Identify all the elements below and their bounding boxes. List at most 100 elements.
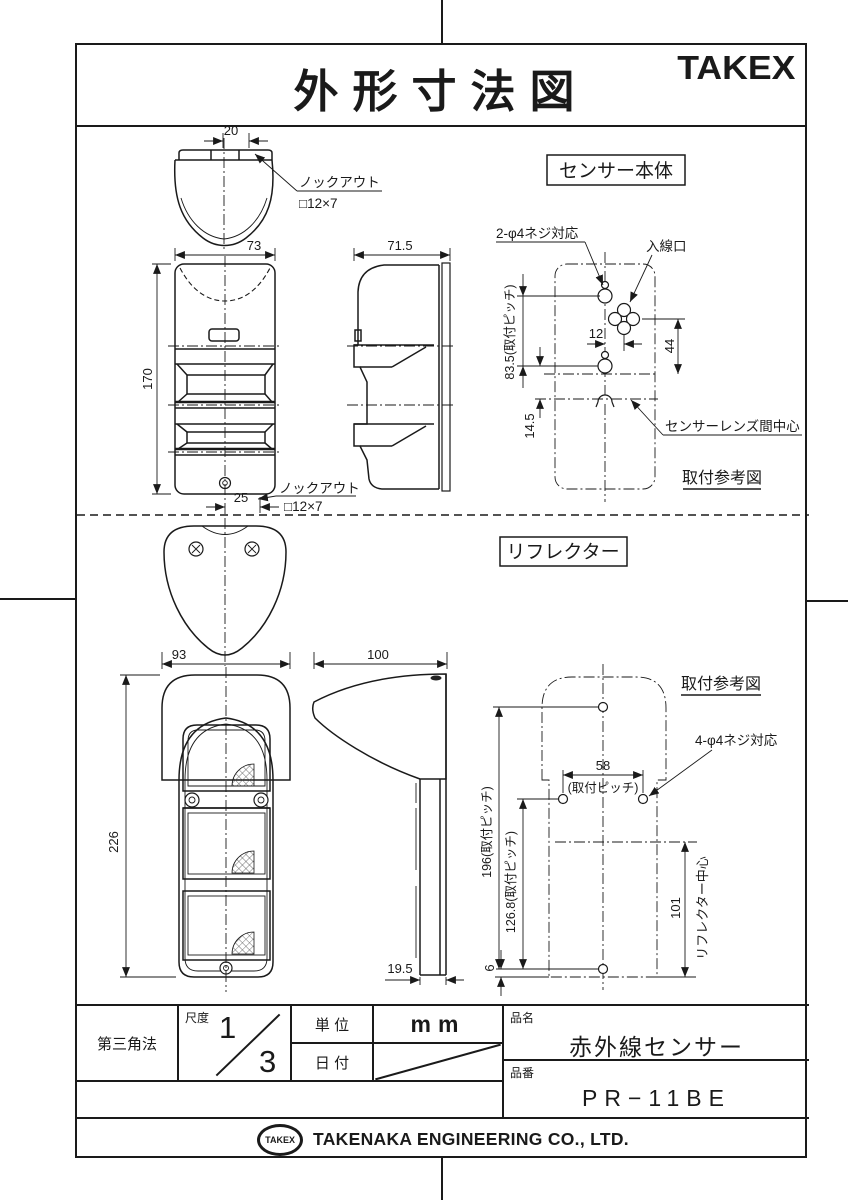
unit-label-cell: 単 位 (292, 1006, 374, 1044)
svg-text:12: 12 (589, 326, 603, 341)
svg-text:83.5(取付ピッチ): 83.5(取付ピッチ) (503, 284, 517, 379)
svg-text:(取付ピッチ): (取付ピッチ) (568, 781, 639, 795)
svg-text:リフレクター中心: リフレクター中心 (695, 856, 710, 959)
svg-text:□12×7: □12×7 (299, 196, 338, 211)
unit-label: 単 位 (314, 1016, 350, 1034)
svg-text:19.5: 19.5 (387, 961, 412, 976)
center-mark-bottom (441, 1158, 443, 1200)
sensor-dim-83-5: 83.5(取付ピッチ) (503, 274, 600, 388)
svg-text:170: 170 (140, 368, 155, 390)
title-band: 外形寸法図 TAKEX (77, 45, 805, 127)
sensor-dim-44: 44 (642, 318, 685, 374)
date-value-cell (374, 1043, 504, 1082)
takex-oval-text: TAKEX (265, 1134, 295, 1145)
svg-text:100: 100 (367, 647, 389, 662)
product-name-label: 品名 (510, 1011, 535, 1025)
sensor-lens-center-note: センサーレンズ間中心 (630, 399, 802, 436)
product-number-cell: 品番 PR−11BE (504, 1061, 809, 1119)
svg-text:25: 25 (234, 490, 248, 505)
svg-text:4-φ4ネジ対応: 4-φ4ネジ対応 (695, 733, 778, 748)
svg-text:センサーレンズ間中心: センサーレンズ間中心 (665, 419, 800, 434)
reflector-mounting-figure (541, 664, 697, 990)
product-number-label: 品番 (510, 1066, 535, 1080)
sensor-entry-note: 入線口 (629, 239, 687, 303)
reflector-dim-6: 6 (482, 950, 598, 996)
projection-label: 第三角法 (96, 1035, 157, 1053)
date-label: 日 付 (314, 1054, 350, 1072)
reflector-dim-126-8: 126.8(取付ピッチ) (504, 798, 558, 969)
svg-text:6: 6 (482, 964, 497, 971)
svg-text:取付参考図: 取付参考図 (682, 469, 762, 487)
date-blank-slash (375, 1043, 501, 1081)
sensor-side-view (347, 262, 456, 492)
product-name-cell: 品名 赤外線センサー (504, 1006, 809, 1061)
reflector-dim-101: 101 リフレクター中心 (652, 842, 710, 978)
reflector-dim-196: 196(取付ピッチ) (480, 706, 598, 969)
center-mark-left (0, 598, 75, 600)
svg-text:196(取付ピッチ): 196(取付ピッチ) (480, 786, 494, 878)
sensor-top-view (173, 138, 274, 252)
page-title: 外形寸法図 (293, 66, 589, 117)
scale-cell: 尺度 1 3 (179, 1006, 292, 1082)
svg-text:101: 101 (668, 897, 683, 919)
svg-text:73: 73 (247, 238, 261, 253)
product-number-value: PR−11BE (582, 1085, 731, 1111)
svg-text:リフレクター: リフレクター (506, 541, 619, 563)
company-name: TAKENAKA ENGINEERING CO., LTD. (313, 1129, 629, 1149)
svg-text:58: 58 (596, 758, 610, 773)
drawing-frame: 外形寸法図 TAKEX (75, 43, 809, 1160)
sensor-dim-14-5: 14.5 (522, 347, 544, 439)
title-block: 第三角法 尺度 1 3 単 位 日 付 mm 品名 赤 (77, 1004, 809, 1119)
sensor-mounting-figure (535, 252, 658, 502)
reflector-side-dim-100: 100 (313, 647, 448, 669)
svg-text:71.5: 71.5 (387, 238, 412, 253)
reflector-dim-58: 58 (取付ピッチ) (562, 758, 644, 795)
reflector-front-dim-93: 93 (161, 647, 291, 669)
unit-value: mm (410, 1010, 466, 1037)
takex-oval-logo: TAKEX (257, 1123, 304, 1156)
date-label-cell: 日 付 (292, 1044, 374, 1082)
product-name-value: 赤外線センサー (569, 1034, 744, 1060)
reflector-section-label: リフレクター (499, 536, 628, 567)
svg-text:センサー本体: センサー本体 (559, 160, 673, 182)
sensor-top-dim-20: 20 (204, 127, 268, 148)
reflector-front-dim-226: 226 (106, 674, 176, 978)
sensor-ref-label: 取付参考図 (682, 469, 762, 490)
sensor-knockout-top-callout: ノックアウト □12×7 (254, 153, 382, 211)
svg-text:ノックアウト: ノックアウト (299, 175, 380, 190)
svg-text:ノックアウト: ノックアウト (279, 481, 360, 496)
sensor-front-dim-170: 170 (140, 263, 171, 495)
svg-text:2-φ4ネジ対応: 2-φ4ネジ対応 (496, 226, 579, 241)
svg-text:126.8(取付ピッチ): 126.8(取付ピッチ) (504, 831, 518, 933)
reflector-side-view (311, 673, 447, 976)
svg-text:44: 44 (662, 339, 677, 353)
scale-denominator: 3 (259, 1044, 277, 1079)
scale-numerator: 1 (219, 1010, 237, 1045)
center-mark-top (441, 0, 443, 43)
dimension-drawing: 20 ノックアウト □12×7 (77, 127, 809, 996)
takex-logo: TAKEX (676, 49, 795, 86)
reflector-ref-label: 取付参考図 (681, 675, 761, 696)
sensor-dim-12: 12 (587, 326, 642, 351)
footer-band: TAKEX TAKENAKA ENGINEERING CO., LTD. (77, 1117, 809, 1160)
empty-cell (77, 1082, 504, 1119)
center-mark-right (807, 600, 848, 602)
sensor-section-label: センサー本体 (546, 154, 686, 186)
reflector-screw-note: 4-φ4ネジ対応 (648, 733, 778, 797)
unit-value-cell: mm (374, 1006, 504, 1044)
sensor-front-view (168, 256, 282, 514)
svg-text:14.5: 14.5 (522, 413, 537, 438)
reflector-front-view (161, 667, 291, 992)
svg-text:入線口: 入線口 (646, 239, 687, 254)
sensor-front-dim-73: 73 (174, 238, 276, 261)
svg-text:20: 20 (224, 127, 238, 138)
sensor-knockout-bottom-callout: ノックアウト □12×7 (257, 481, 360, 514)
sensor-side-dim-71-5: 71.5 (353, 238, 451, 261)
projection-cell: 第三角法 (77, 1006, 179, 1082)
reflector-side-dim-19-5: 19.5 (385, 961, 464, 985)
sensor-screw-note: 2-φ4ネジ対応 (496, 226, 604, 286)
svg-text:□12×7: □12×7 (284, 499, 323, 514)
svg-text:93: 93 (172, 647, 186, 662)
scale-label: 尺度 (185, 1011, 210, 1025)
